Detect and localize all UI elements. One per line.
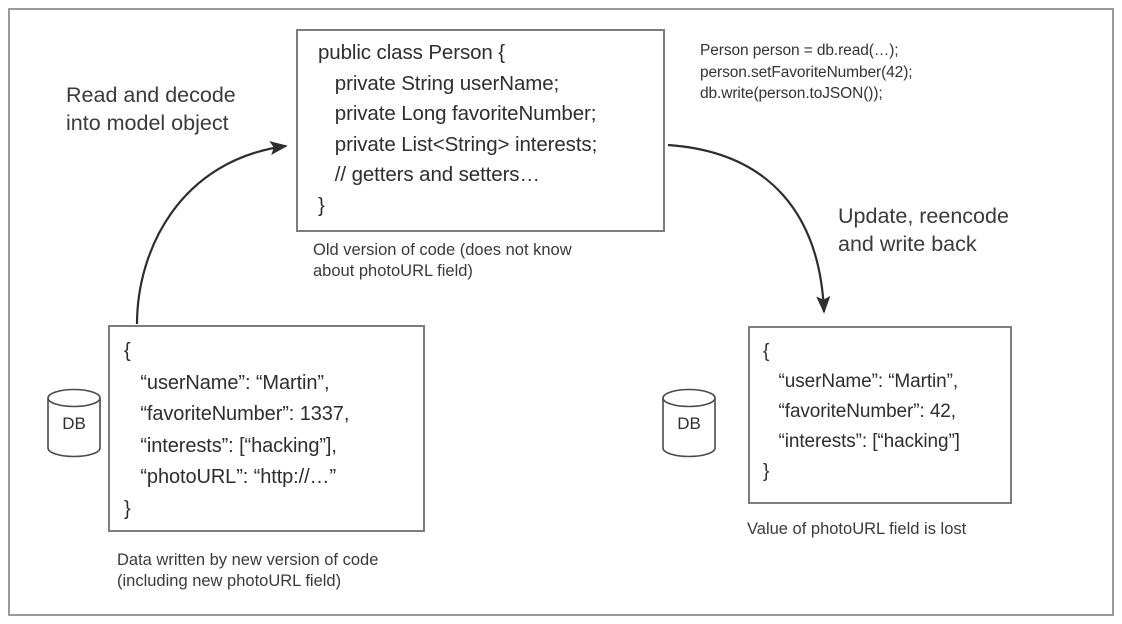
stored-json-rewritten-code: { “userName”: “Martin”, “favoriteNumber”… [763,341,960,482]
database-icon [47,388,101,458]
database-label-left: DB [62,414,86,433]
stored-json-rewritten-caption: Value of photoURL field is lost [747,520,967,538]
class-definition-code: public class Person { private String use… [318,41,598,217]
database-cylinder-right: DB [661,386,717,464]
write-arrow-label: Update, reencode and write back [838,204,1009,256]
class-definition-box [296,29,665,232]
stored-json-box-new [108,325,425,532]
database-cylinder-left: DB [46,386,102,464]
stored-json-new-caption: Data written by new version of code (inc… [117,551,379,591]
database-label-right: DB [677,414,701,433]
stored-json-box-rewritten [748,326,1012,504]
read-arrow-label: Read and decode into model object [66,83,236,135]
class-box-caption: Old version of code (does not know about… [313,241,572,281]
stored-json-new-code: { “userName”: “Martin”, “favoriteNumber”… [124,340,350,520]
diagram-frame [8,8,1114,616]
database-icon [662,388,716,458]
usage-code-snippet: Person person = db.read(…); person.setFa… [700,42,913,102]
